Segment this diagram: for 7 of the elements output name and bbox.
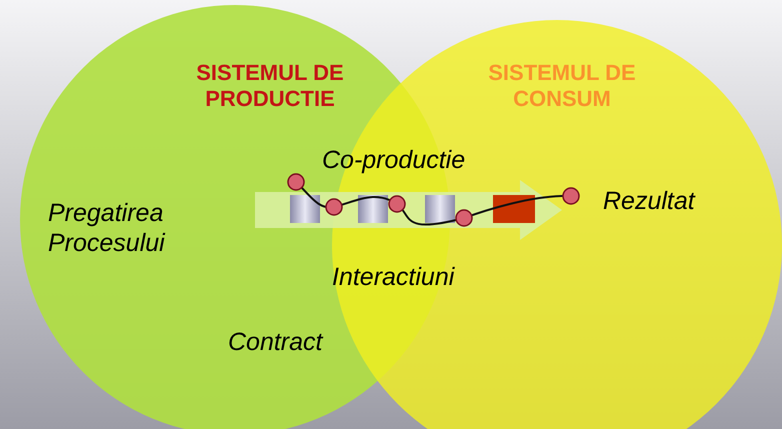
circle-title: SISTEMUL DE CONSUM [487, 60, 637, 112]
text-label: Pregatirea Procesului [48, 198, 166, 258]
circle-title: SISTEMUL DE PRODUCTIE [195, 60, 345, 112]
text-label: Co-productie [322, 145, 466, 175]
text-label: Rezultat [603, 186, 696, 216]
text-label: Contract [228, 327, 324, 357]
text-label: Interactiuni [332, 262, 456, 292]
